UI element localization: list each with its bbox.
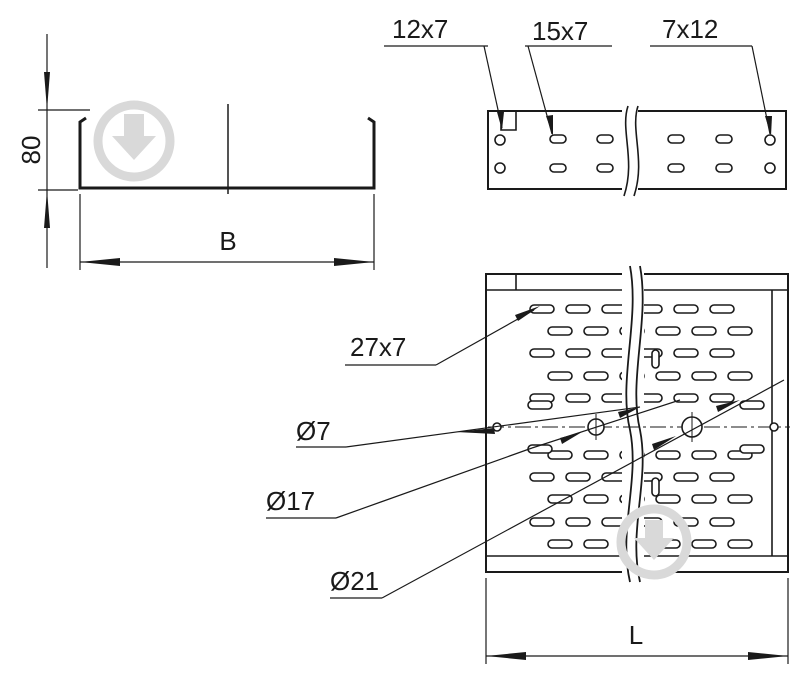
height-label: 80 <box>16 136 46 165</box>
arrow-d7 <box>456 428 495 434</box>
plan-slot <box>583 326 609 336</box>
label-d17: Ø17 <box>266 486 315 516</box>
plan-slot <box>583 450 609 460</box>
arrow-27x7 <box>515 306 540 321</box>
length-arrow-left <box>486 652 526 660</box>
side-hole <box>764 134 776 146</box>
height-arrow-bottom <box>44 190 50 228</box>
plan-slot <box>655 326 681 336</box>
length-arrow-right <box>748 652 788 660</box>
plan-slot <box>583 539 609 549</box>
plan-slot <box>547 494 573 504</box>
plan-slot <box>709 517 735 527</box>
plan-slot <box>727 539 753 549</box>
arrow-12x7 <box>497 112 504 130</box>
plan-slot <box>727 494 753 504</box>
label-15x7: 15x7 <box>532 16 588 46</box>
plan-slot <box>529 304 555 314</box>
arrow-d17 <box>560 432 582 444</box>
side-hole <box>494 162 506 174</box>
plan-slot <box>547 371 573 381</box>
plan-slot <box>739 444 765 454</box>
arrow-d21 <box>652 436 676 450</box>
plan-hole-d7 <box>769 422 779 432</box>
width-arrow-left <box>80 258 120 266</box>
plan-slot <box>547 450 573 460</box>
side-hole <box>764 162 776 174</box>
plan-slot <box>727 326 753 336</box>
download-arrow-icon <box>93 100 175 182</box>
plan-slot <box>529 348 555 358</box>
plan-slot <box>529 517 555 527</box>
plan-break-right <box>635 265 644 583</box>
plan-slot <box>691 326 717 336</box>
plan-slot <box>583 371 609 381</box>
leader-d17-ext <box>531 399 681 449</box>
plan-slot <box>529 472 555 482</box>
plan-slot <box>565 304 591 314</box>
width-arrow-right <box>334 258 374 266</box>
leader-d21 <box>381 379 785 599</box>
label-27x7: 27x7 <box>350 332 406 362</box>
download-arrow-icon <box>616 504 692 580</box>
plan-slot <box>583 494 609 504</box>
plan-slot <box>547 539 573 549</box>
arrow-15x7 <box>546 115 553 136</box>
plan-slot <box>655 494 681 504</box>
plan-vertical-slot <box>651 477 660 497</box>
plan-slot <box>565 472 591 482</box>
plan-slot <box>655 450 681 460</box>
arrow-7x12 <box>765 116 772 136</box>
label-d7: Ø7 <box>296 416 331 446</box>
cross-section-view: 80 B <box>16 34 376 270</box>
length-label: L <box>629 620 643 650</box>
plan-slot <box>673 304 699 314</box>
side-break-right <box>633 105 640 197</box>
plan-slot <box>673 348 699 358</box>
side-view: 12x7 15x7 7x12 <box>384 14 787 197</box>
plan-slot <box>709 348 735 358</box>
plan-slot <box>709 393 735 403</box>
plan-vertical-slot <box>651 349 660 369</box>
plan-slot <box>691 494 717 504</box>
plan-break-gap <box>622 266 644 582</box>
plan-slot <box>739 400 765 410</box>
plan-slot <box>709 304 735 314</box>
plan-slot <box>691 539 717 549</box>
plan-slot <box>527 400 553 410</box>
leader-d17 <box>335 447 533 519</box>
label-d21: Ø21 <box>330 566 379 596</box>
plan-slot <box>527 444 553 454</box>
label-12x7: 12x7 <box>392 14 448 44</box>
plan-slot <box>565 348 591 358</box>
side-break-left <box>623 105 630 197</box>
plan-slot <box>565 517 591 527</box>
height-arrow-top <box>44 72 50 110</box>
plan-slot <box>655 371 681 381</box>
plan-slot <box>691 450 717 460</box>
side-slots <box>549 134 733 173</box>
plan-slot <box>691 371 717 381</box>
plan-slot <box>709 472 735 482</box>
side-hole <box>494 134 506 146</box>
plan-slot <box>547 326 573 336</box>
plan-slot <box>565 393 591 403</box>
leader-d7 <box>345 406 641 448</box>
plan-slot <box>673 472 699 482</box>
label-7x12: 7x12 <box>662 14 718 44</box>
plan-slot <box>727 371 753 381</box>
width-label: B <box>219 226 236 256</box>
bottom-view: 27x7 Ø7 Ø17 Ø21 L <box>266 265 790 664</box>
profile-outline <box>78 116 376 190</box>
